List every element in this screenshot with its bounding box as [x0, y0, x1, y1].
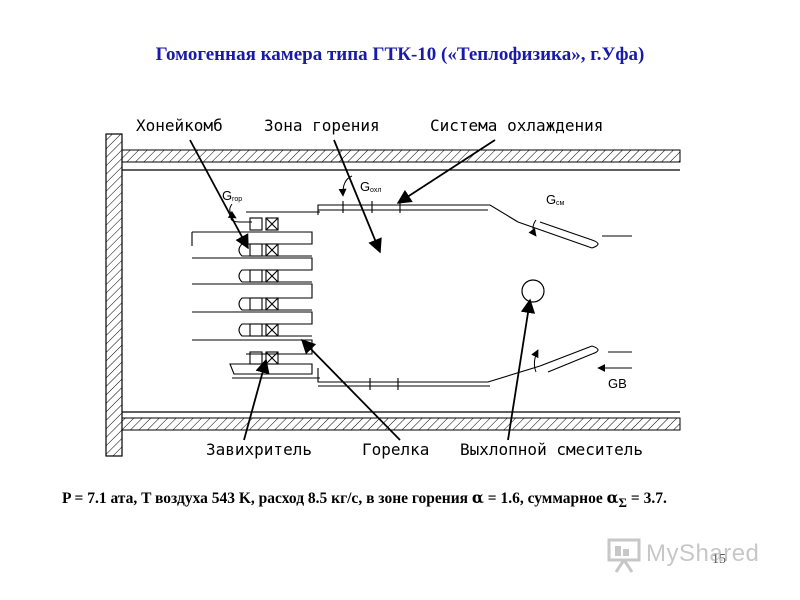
- flow-mixer-subscript: см: [556, 200, 565, 207]
- label-exhaust-mixer: Выхлопной смеситель: [460, 440, 643, 459]
- flow-cooling-arrow: [338, 175, 353, 197]
- alpha-total-value: = 3.7.: [627, 490, 667, 507]
- arrow-combustion-zone: [333, 139, 382, 254]
- flame-tube-bottom: [317, 365, 541, 390]
- bottom-casing: [121, 417, 681, 431]
- alpha-combustion-value: = 1.6, суммарное: [483, 490, 607, 507]
- arrow-honeycomb: [189, 139, 249, 250]
- flow-mixer-top-arrow: [528, 219, 537, 237]
- label-burner: Горелка: [362, 440, 429, 459]
- flow-cooling-label: G: [360, 179, 370, 194]
- flow-arrows: [227, 175, 632, 373]
- page-title: Гомогенная камера типа ГТК-10 («Теплофиз…: [155, 44, 645, 65]
- flow-fuel-arrow: [227, 203, 237, 219]
- alpha-total-subscript: Σ: [618, 495, 627, 511]
- arrow-burner: [300, 338, 401, 441]
- mixer-upper-flap: [517, 221, 632, 249]
- label-combustion-zone: Зона горения: [264, 116, 380, 135]
- top-casing: [121, 149, 681, 163]
- arrow-swirler: [243, 358, 270, 441]
- conditions-text: P = 7.1 ата, T воздуха 543 K, расход 8.5…: [62, 490, 469, 507]
- alpha-combustion-symbol: α: [471, 488, 484, 507]
- label-honeycomb: Хонейкомб: [136, 116, 223, 135]
- flow-mixer-bottom-arrow: [531, 349, 539, 373]
- mixer-lower-flap: [539, 345, 632, 373]
- flow-air-label: GВ: [608, 376, 627, 391]
- watermark-text: MyShared: [646, 540, 760, 567]
- flow-cooling-subscript: охл: [370, 187, 381, 194]
- flow-mixer-label: G: [546, 192, 556, 207]
- alpha-total-symbol: α: [606, 488, 619, 507]
- left-flange: [105, 133, 123, 457]
- arrow-cooling-system: [396, 139, 496, 204]
- pointer-arrows: [189, 139, 536, 441]
- label-cooling-system: Система охлаждения: [430, 116, 603, 135]
- arrow-exhaust-mixer: [507, 298, 536, 441]
- watermark: MyShared: [606, 536, 766, 576]
- flow-fuel-subscript: гор: [232, 196, 242, 203]
- presentation-board-icon: [607, 538, 641, 573]
- page-number: 15: [712, 552, 726, 567]
- conditions-line: P = 7.1 ата, T воздуха 543 K, расход 8.5…: [62, 488, 800, 511]
- burner-assembly: [191, 211, 320, 379]
- label-swirler: Завихритель: [206, 440, 312, 459]
- flame-tube-top: [317, 201, 519, 223]
- flow-fuel-label: G: [222, 188, 232, 203]
- mixer-circle: [521, 279, 545, 303]
